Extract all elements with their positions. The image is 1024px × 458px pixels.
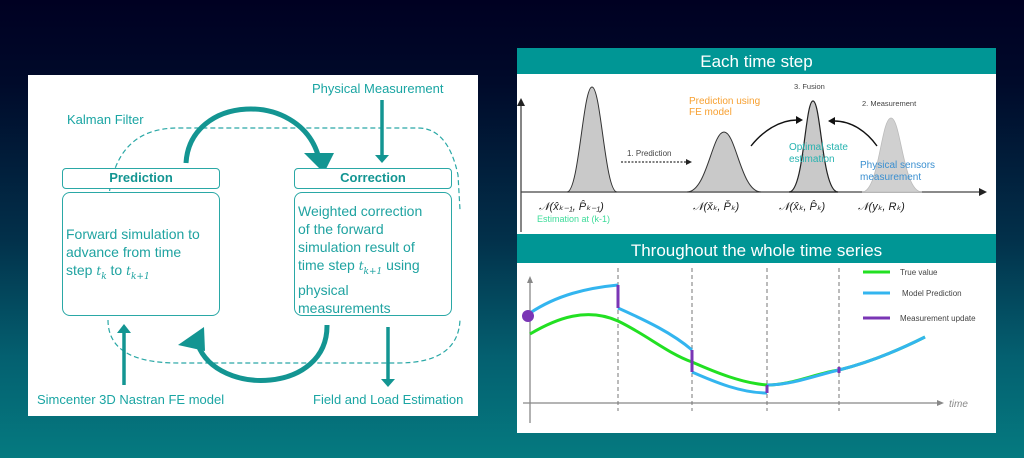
sensors-label: Physical sensors	[860, 160, 935, 171]
kalman-loop-graphics	[107, 100, 461, 387]
model-prediction-segment	[529, 283, 619, 315]
time-axis-arrow-icon	[937, 400, 944, 406]
arc-arrowhead-icon	[178, 327, 205, 351]
correction-line-6: measurements	[298, 299, 391, 316]
value-axis-arrow-icon	[527, 276, 533, 283]
correction-line-1: Weighted correction	[298, 203, 423, 219]
true-value-line	[529, 313, 926, 387]
dist-label-measurement: 𝒩(yₖ, Rₖ)	[858, 201, 905, 213]
correction-line-4: time step tk+1 using	[298, 257, 420, 277]
legend-label-update: Measurement update	[900, 314, 976, 323]
initial-state-dot	[522, 310, 534, 322]
model-prediction-segment	[766, 335, 926, 387]
step2-label: 2. Measurement	[862, 99, 917, 108]
y-axis-arrow-icon	[517, 98, 525, 106]
sensors-label: measurement	[860, 172, 921, 183]
gaussian-chart: 1. Prediction 3. Fusion 2. Measurement P…	[517, 82, 987, 232]
down-arrow-icon	[381, 379, 395, 387]
optimal-state-label: estimation	[789, 154, 835, 165]
each-time-step-header: Each time step	[517, 48, 996, 74]
down-arrow-icon	[375, 155, 389, 163]
gaussian-prior	[566, 86, 618, 193]
field-load-estimation-label: Field and Load Estimation	[313, 392, 464, 407]
model-prediction-segment	[691, 370, 768, 395]
kalman-filter-diagram: Kalman Filter Physical Measurement Simce…	[28, 75, 478, 416]
gaussian-fusion	[788, 100, 839, 193]
fusion-arrow-icon	[828, 117, 835, 125]
up-arrow-icon	[117, 324, 131, 333]
whole-series-header: Throughout the whole time series	[517, 234, 996, 263]
legend-label-prediction: Model Prediction	[902, 289, 962, 298]
prediction-arrow-icon	[686, 159, 692, 165]
dist-label-prior: 𝒩(x̂ₖ₋₁, P̂ₖ₋₁)	[539, 199, 604, 213]
prediction-line-3: step tk to tk+1	[66, 262, 150, 282]
kalman-filter-label: Kalman Filter	[67, 112, 144, 127]
correction-header: Correction	[294, 168, 452, 189]
estimation-prev-label: Estimation at (k-1)	[537, 214, 610, 224]
prediction-body: Forward simulation to advance from time …	[62, 192, 220, 316]
step3-label: 3. Fusion	[794, 82, 825, 91]
model-prediction-segment	[617, 306, 693, 352]
optimal-state-label: Optimal state	[789, 142, 848, 153]
fe-model-label: Simcenter 3D Nastran FE model	[37, 392, 225, 407]
step1-label: 1. Prediction	[627, 149, 671, 158]
physical-measurement-label: Physical Measurement	[312, 81, 444, 96]
legend-label-true: True value	[900, 268, 938, 277]
correction-body: Weighted correction of the forward simul…	[294, 192, 452, 316]
prediction-fe-label: FE model	[689, 107, 732, 118]
fusion-arrow-icon	[796, 116, 803, 124]
prediction-to-correction-arc	[183, 106, 321, 164]
correction-line-5: physical	[298, 281, 349, 298]
prediction-fe-label: Prediction using	[689, 96, 760, 107]
correction-to-prediction-arc	[195, 324, 330, 383]
x-axis-arrow-icon	[979, 188, 987, 196]
time-axis-label: time	[949, 399, 968, 410]
legend: True value Model Prediction Measurement …	[863, 268, 976, 323]
kalman-illustration-panel: Each time step 1. Prediction 3. Fusion 2…	[517, 48, 996, 433]
correction-line-3: simulation result of	[298, 239, 415, 255]
time-series-chart: time True value Model Prediction Measure…	[522, 268, 976, 423]
dist-label-fusion: 𝒩(x̂ₖ, P̂ₖ)	[779, 199, 826, 213]
kalman-boundary-bottom	[107, 319, 461, 364]
prediction-line-1: Forward simulation to	[66, 226, 200, 242]
prediction-line-2: advance from time	[66, 244, 182, 260]
prediction-header: Prediction	[62, 168, 220, 189]
correction-line-2: of the forward	[298, 221, 384, 237]
dist-label-prediction: 𝒩(x̌ₖ, P̌ₖ)	[693, 199, 740, 213]
gaussian-measurement	[861, 117, 923, 193]
gaussian-prediction	[686, 131, 762, 193]
